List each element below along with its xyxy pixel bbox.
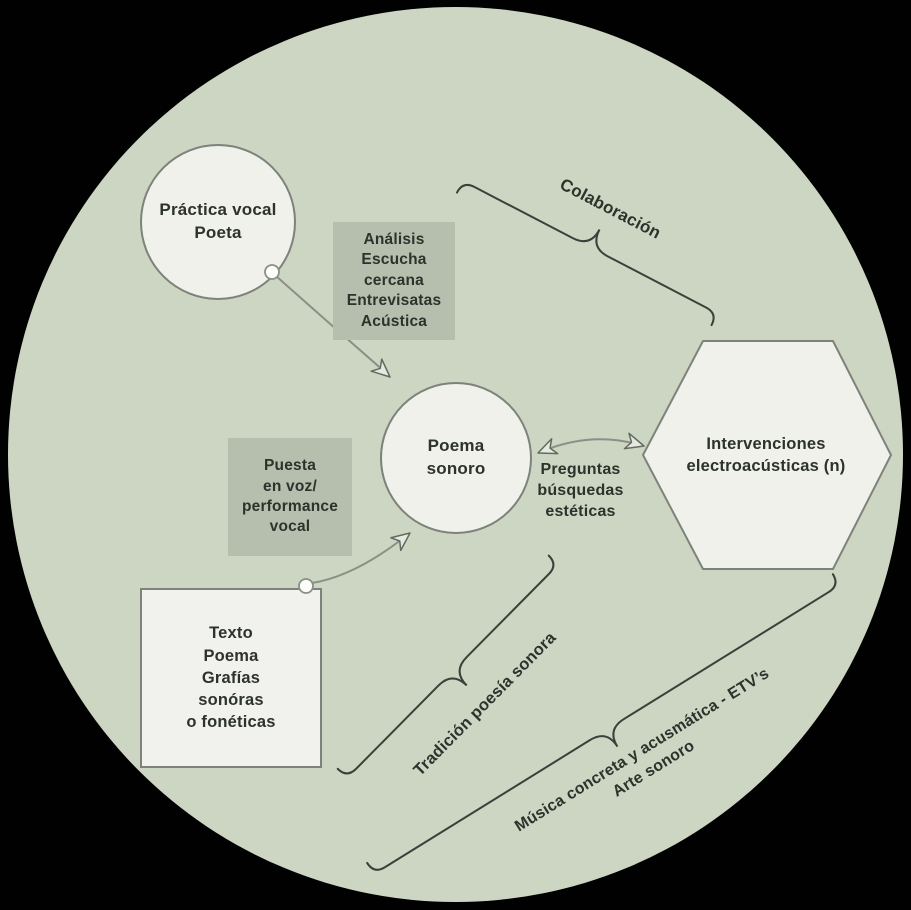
preguntas-label-wrap: Preguntas búsquedas estéticas [533, 460, 628, 522]
preguntas-label: Preguntas búsquedas estéticas [537, 461, 624, 520]
arrowhead-toward-poema [537, 438, 559, 455]
poema-sonoro-node: Poema sonoro [380, 382, 532, 534]
arrowhead-practica-to-poema [370, 358, 391, 378]
texto-poema-node: Texto Poema Grafías sonóras o fonéticas [140, 588, 322, 768]
intervenciones-label: Intervenciones electroacústicas (n) [686, 435, 846, 476]
double-arrow-poema-intervenciones [542, 438, 641, 452]
connector-dot-practica [264, 264, 280, 280]
intervenciones-label-wrap: Intervenciones electroacústicas (n) [656, 433, 876, 478]
texto-poema-label: Texto Poema Grafías sonóras o fonéticas [186, 624, 276, 732]
intervenciones-hexagon-shape [641, 340, 893, 570]
arrow-practica-to-poema [275, 275, 386, 373]
puesta-en-voz-label: Puesta en voz/ performance vocal [241, 457, 339, 536]
tradicion-brace [336, 554, 555, 775]
analisis-label-box: Análisis Escucha cercana Entrevisatas Ac… [333, 222, 455, 340]
analisis-label: Análisis Escucha cercana Entrevisatas Ac… [346, 230, 442, 330]
arrow-texto-to-poema [311, 535, 407, 584]
connector-dot-texto [298, 578, 314, 594]
poema-sonoro-label: Poema sonoro [426, 436, 486, 478]
puesta-en-voz-label-box: Puesta en voz/ performance vocal [228, 438, 352, 556]
arrowhead-texto-to-poema [390, 532, 411, 552]
arrowhead-toward-intervenciones [623, 432, 645, 450]
practica-vocal-label: Práctica vocal Poeta [159, 200, 277, 242]
